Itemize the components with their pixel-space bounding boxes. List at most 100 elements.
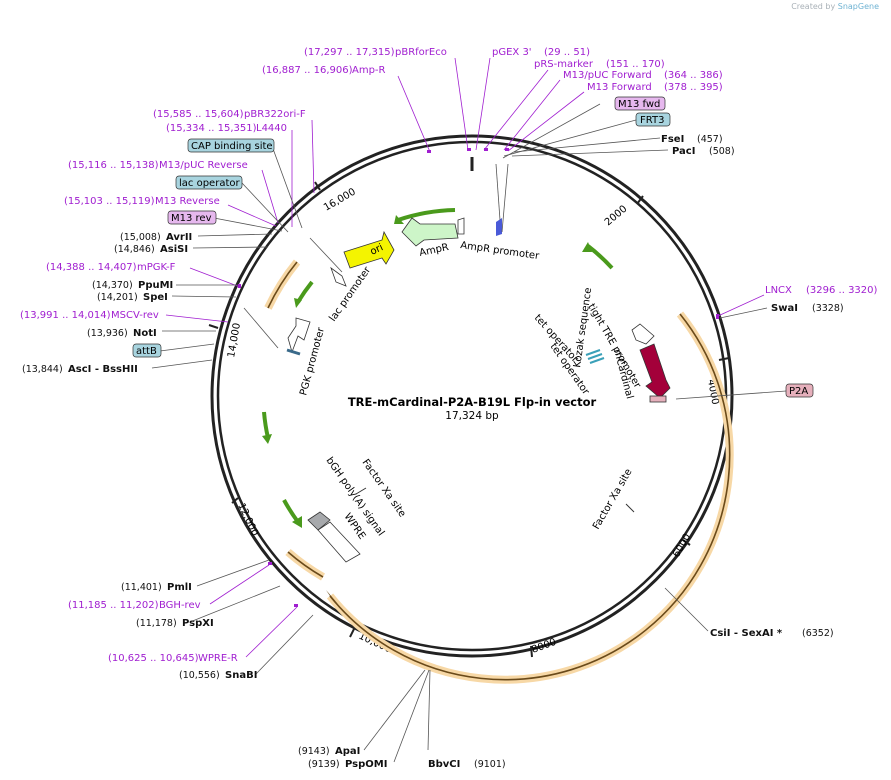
green-arrowhead: [394, 215, 404, 224]
primer-range: (17,297 .. 17,315): [304, 47, 395, 58]
feature-arc-1-core: [267, 261, 298, 309]
p2a-box: [785, 383, 814, 398]
enzyme-name: SnaBI: [225, 670, 257, 681]
ori-feature: [343, 230, 395, 269]
lac-promoter-feature: [330, 266, 347, 287]
tick-label: 16,000: [322, 187, 358, 214]
tre-promoter-feature: [631, 323, 655, 345]
tick-label: 6000: [671, 532, 693, 560]
green-arrowhead: [262, 434, 272, 444]
primer-range: (15,103 .. 15,119): [64, 196, 155, 207]
primer-name: mPGK-F: [137, 262, 176, 273]
tet-operator-marks: [585, 349, 605, 364]
boxed-label: FRT3: [640, 115, 664, 126]
primer-range: (13,991 .. 14,014): [20, 310, 111, 321]
primer-name: pGEX 3': [492, 47, 532, 58]
attb-box: [132, 343, 162, 358]
enzyme-name: PspOMI: [345, 759, 387, 770]
primer-range: (378 .. 395): [664, 82, 723, 93]
backbone-outer-ring: [210, 134, 734, 658]
tick-label: 2000: [603, 204, 630, 229]
primer-range: (15,116 .. 15,138): [68, 160, 159, 171]
primer-name: pRS-marker: [534, 59, 594, 70]
boxed-label: P2A: [789, 386, 808, 397]
primer-range: (10,625 .. 10,645): [108, 653, 199, 664]
enzyme-pos: (508): [709, 146, 735, 157]
enzyme-name: AsiSI: [160, 244, 188, 255]
primer-ticks: [238, 148, 719, 607]
tick-2000: 2000: [603, 195, 644, 229]
green-arrowhead: [294, 298, 302, 308]
primer-range: (15,585 .. 15,604): [153, 109, 244, 120]
tick-6000: 6000: [671, 532, 693, 560]
enzyme-pos: (15,008): [120, 232, 161, 243]
kozak-label: Kozak sequence: [572, 287, 594, 368]
enzyme-name: BbvCI: [428, 759, 460, 770]
primer-name: M13 Forward: [587, 82, 652, 93]
enzyme-pos: (14,846): [114, 244, 155, 255]
boxed-label: lac operator: [179, 178, 240, 189]
enzyme-pos: (14,370): [92, 280, 133, 291]
green-arrow-1: [397, 208, 456, 222]
enzyme-pos: (9101): [474, 759, 506, 770]
feature-arc-2-core: [287, 551, 324, 578]
enzyme-name: PpuMI: [138, 280, 173, 291]
primer-range: (151 .. 170): [606, 59, 665, 70]
primer-name: M13/pUC Reverse: [159, 160, 248, 171]
ampr-promoter-label: AmpR promoter: [460, 240, 541, 262]
orf-arrowhead: [326, 590, 338, 604]
enzyme-pos: (11,401): [121, 582, 162, 593]
enzyme-name: SwaI: [771, 303, 798, 314]
factor-xa-line-2: [355, 487, 367, 495]
primer-range: (364 .. 386): [664, 70, 723, 81]
primer-name: pBRforEco: [395, 47, 447, 58]
green-arrowhead: [292, 516, 302, 528]
green-arrow-4: [262, 411, 270, 439]
boxed-label: M13 fwd: [618, 99, 660, 110]
enzyme-name: PspXI: [182, 618, 214, 629]
snapgene-credit: Created by SnapGene: [791, 2, 879, 11]
enzyme-pos: (9139): [308, 759, 340, 770]
factor-xa-label-1: Factor Xa site: [591, 467, 635, 531]
green-arrow-5: [282, 499, 300, 524]
mcardinal-feature: [639, 343, 671, 399]
boxed-label: M13 rev: [171, 213, 212, 224]
factor-xa-line-1: [625, 503, 635, 513]
primer-range: (3296 .. 3320): [806, 285, 878, 296]
primer-name: M13 Reverse: [155, 196, 220, 207]
ori-label: ori: [369, 242, 385, 257]
enzyme-pos: (13,844): [22, 364, 63, 375]
enzyme-pos: (13,936): [87, 328, 128, 339]
tick-16000: 16,000: [314, 181, 358, 214]
enzyme-name: AscI - BssHII: [68, 364, 138, 375]
ampr-promoter-feature: [457, 217, 465, 235]
m13-rev-box: [167, 210, 217, 225]
tick-label: 12,000: [235, 502, 260, 538]
enzyme-label-group: FseI (457) PacI (508) (15,008) AvrII (14…: [22, 134, 844, 770]
enzyme-pos: (9143): [298, 746, 330, 757]
credit-brand: SnapGene: [837, 2, 879, 11]
enzyme-pos: (11,178): [136, 618, 177, 629]
enzyme-name: CsiI - SexAI *: [710, 628, 783, 639]
orf-arc-core: [329, 313, 731, 681]
tick-label: 8000: [530, 637, 558, 656]
primer-name: pBR322ori-F: [244, 109, 306, 120]
pgk-promoter-feature: [287, 317, 311, 354]
primer-range: (16,887 .. 16,906): [262, 65, 353, 76]
enzyme-name: SpeI: [143, 292, 168, 303]
plasmid-size: 17,324 bp: [445, 410, 499, 422]
ampr-label: AmpR: [418, 242, 450, 259]
primer-name: L4440: [256, 123, 287, 134]
enzyme-pos: (10,556): [179, 670, 220, 681]
enzyme-name: PacI: [672, 146, 695, 157]
primer-range: (14,388 .. 14,407): [46, 262, 137, 273]
plasmid-title: TRE-mCardinal-P2A-B19L Flp-in vector: [348, 395, 597, 409]
green-arrow-2: [586, 244, 614, 270]
green-arrowhead: [582, 242, 592, 252]
boxed-label-group: M13 fwd FRT3 CAP binding site lac operat…: [132, 96, 814, 398]
enzyme-pos: (457): [697, 134, 723, 145]
enzyme-name: PmlI: [167, 582, 192, 593]
enzyme-pos: (3328): [812, 303, 844, 314]
enzyme-leaders: [151, 103, 787, 763]
